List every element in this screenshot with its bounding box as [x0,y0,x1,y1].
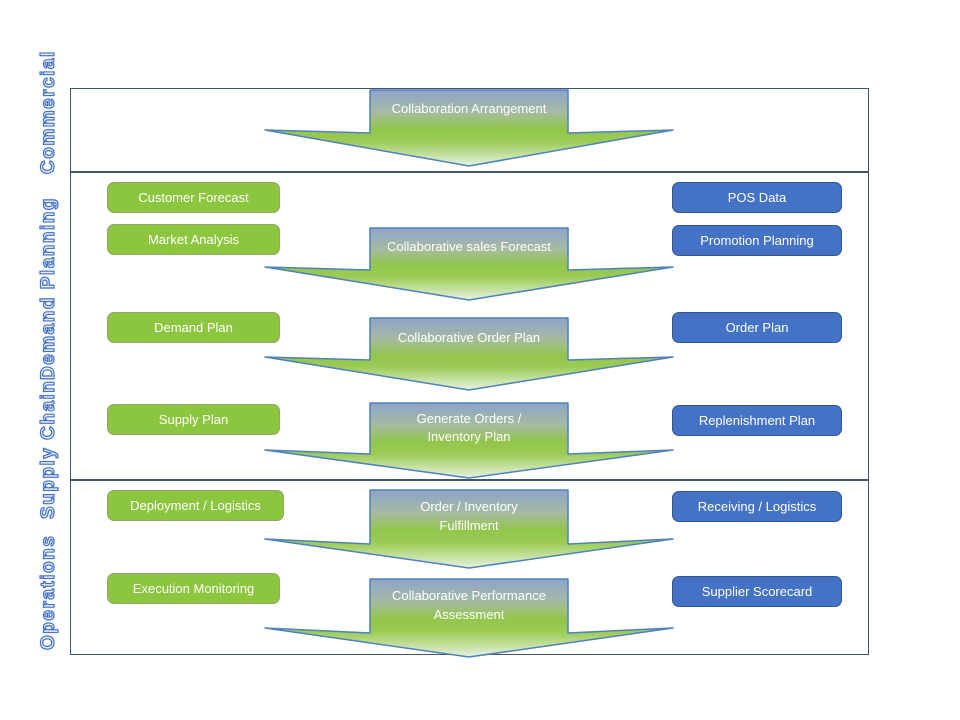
flow-arrow-collaborative-order-plan: Collaborative Order Plan [263,317,675,391]
flow-arrow-collaborative-sales-forecast: Collaborative sales Forecast [263,227,675,301]
process-box-deployment-logistics: Deployment / Logistics [107,490,284,521]
section-label-commercial: Commercial [37,50,59,175]
process-box-label: Deployment / Logistics [130,498,261,513]
down-arrow-shape [264,489,674,569]
process-box-replenishment-plan: Replenishment Plan [672,405,842,436]
down-arrow-shape [264,402,674,479]
down-arrow-shape [264,578,674,658]
process-box-order-plan: Order Plan [672,312,842,343]
process-box-label: Execution Monitoring [132,581,255,596]
process-box-supply-plan: Supply Plan [107,404,280,435]
process-box-label: Supplier Scorecard [701,584,813,599]
process-box-market-analysis: Market Analysis [107,224,280,255]
process-box-label: Market Analysis [147,232,240,247]
section-label-demand-planning: Demand Planning [37,197,59,381]
section-label-operations: Operations [37,534,59,651]
process-box-supplier-scorecard: Supplier Scorecard [672,576,842,607]
section-divider-supply-operations [71,479,868,481]
down-arrow-shape [264,227,674,301]
section-divider-commercial-demand [71,171,868,173]
down-arrow-shape [264,317,674,391]
process-box-customer-forecast: Customer Forecast [107,182,280,213]
process-box-label: Promotion Planning [700,233,814,248]
process-box-demand-plan: Demand Plan [107,312,280,343]
process-box-receiving-logistics: Receiving / Logistics [672,491,842,522]
process-box-label: Demand Plan [154,320,233,335]
section-label-supply-chain: Supply Chain [37,379,59,520]
process-box-pos-data: POS Data [672,182,842,213]
process-box-label: Order Plan [725,320,789,335]
down-arrow-shape [264,89,674,167]
process-box-label: Customer Forecast [138,190,249,205]
flow-arrow-generate-orders-inventory-plan: Generate Orders /Inventory Plan [263,402,675,479]
process-box-label: Receiving / Logistics [697,499,817,514]
flow-arrow-collaboration-arrangement: Collaboration Arrangement [263,89,675,167]
process-box-label: POS Data [727,190,787,205]
process-box-label: Supply Plan [158,412,229,427]
process-box-label: Replenishment Plan [698,413,816,428]
process-box-execution-monitoring: Execution Monitoring [107,573,280,604]
process-box-promotion-planning: Promotion Planning [672,225,842,256]
